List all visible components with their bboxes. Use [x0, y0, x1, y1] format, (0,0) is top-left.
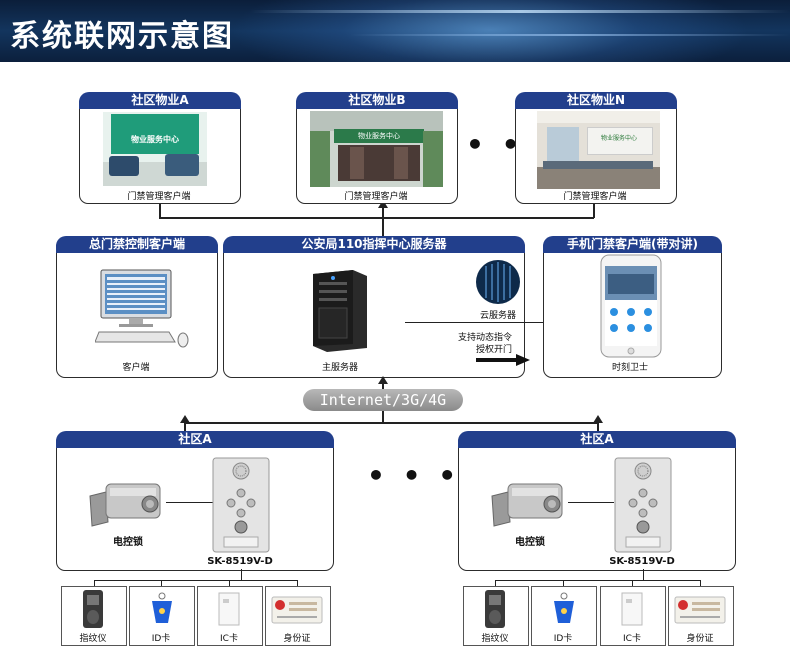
connector-net-to-server [382, 382, 384, 392]
id-card-fob-icon [152, 592, 172, 623]
device-label-right-3: IC卡 [623, 634, 641, 644]
device-label-right-2: ID卡 [553, 634, 573, 644]
panel-label-left: SK-8519V-D [207, 556, 273, 567]
client-computer-icon [95, 269, 189, 348]
main-server-icon [313, 270, 367, 352]
fingerprint-reader-icon [83, 590, 103, 628]
property-caption-b: 门禁管理客户端 [344, 192, 408, 202]
identity-card-icon [271, 596, 323, 624]
server-tab: 公安局110指挥中心服务器 [223, 236, 525, 253]
connector-a-down [159, 202, 161, 218]
server-box [223, 238, 525, 378]
connector-community-a [184, 422, 186, 432]
connector-bottom-bus [184, 422, 598, 424]
property-caption-a: 门禁管理客户端 [127, 192, 191, 202]
client-caption: 客户端 [122, 363, 150, 373]
command-line-2: 授权开门 [476, 345, 513, 355]
lock-label-right: 电控锁 [515, 537, 545, 548]
property-sign-n: 物业服务中心 [600, 135, 637, 142]
server-caption: 主服务器 [321, 363, 358, 373]
command-arrow [476, 354, 530, 366]
panel-down-left [241, 569, 243, 581]
property-tab-b: 社区物业B [296, 92, 458, 109]
fingerprint-reader-icon [485, 590, 505, 628]
property-caption-n: 门禁管理客户端 [563, 192, 627, 202]
device-drop-2-left [161, 580, 163, 587]
device-label-left-1: 指纹仪 [79, 634, 107, 644]
property-photo-n: 物业服务中心 [537, 111, 660, 189]
device-drop-4-left [297, 580, 299, 587]
device-drop-1-right [495, 580, 497, 587]
lock-to-panel-left [166, 502, 214, 504]
device-drop-3-left [229, 580, 231, 587]
device-label-right-4: 身份证 [686, 634, 714, 644]
connector-community-b [597, 422, 599, 432]
arrow-up-community-a [180, 415, 190, 423]
identity-card-icon [674, 596, 726, 624]
community-tab-right: 社区A [458, 431, 736, 448]
arrow-up-b [378, 200, 388, 208]
connector-n-down [593, 202, 595, 218]
device-label-right-1: 指纹仪 [481, 634, 509, 644]
device-label-left-2: ID卡 [151, 634, 171, 644]
lock-label-left: 电控锁 [113, 537, 143, 548]
device-drop-4-right [700, 580, 702, 587]
property-tab-n: 社区物业N [515, 92, 677, 109]
device-label-left-3: IC卡 [220, 634, 238, 644]
connector-server-to-mobile [405, 322, 585, 324]
cloud-server-icon [476, 260, 520, 304]
door-panel-icon-right [614, 457, 672, 553]
banner-streak-2 [350, 34, 790, 36]
property-photo-b: 物业服务中心 [310, 111, 443, 187]
device-label-left-4: 身份证 [283, 634, 311, 644]
panel-down-right [643, 569, 645, 581]
device-drop-2-right [563, 580, 565, 587]
property-sign-b: 物业服务中心 [358, 132, 400, 140]
device-drop-3-right [632, 580, 634, 587]
arrow-up-community-b [593, 415, 603, 423]
ic-card-icon [218, 592, 240, 626]
connector-b-to-server [382, 206, 384, 236]
banner-streak [250, 10, 790, 13]
electric-lock-icon-right [491, 483, 563, 527]
id-card-fob-icon [554, 592, 574, 623]
cloud-server-label: 云服务器 [479, 311, 516, 321]
lock-to-panel-right [568, 502, 614, 504]
device-bus-right [495, 580, 701, 582]
property-photo-a: 物业服务中心 [103, 112, 207, 186]
page-title: 系统联网示意图 [10, 19, 234, 54]
property-tab-a: 社区物业A [79, 92, 241, 109]
network-pill [303, 389, 463, 411]
door-panel-icon-left [212, 457, 270, 553]
connector-net-down [382, 411, 384, 423]
device-bus-left [94, 580, 298, 582]
device-drop-1-left [94, 580, 96, 587]
property-sign-a: 物业服务中心 [131, 135, 179, 144]
ic-card-icon [621, 592, 643, 626]
ellipsis-bottom: • • • [367, 459, 461, 492]
mobile-tab: 手机门禁客户端(带对讲) [543, 236, 722, 253]
electric-lock-icon-left [89, 483, 161, 527]
mobile-phone-icon [600, 254, 662, 358]
client-tab: 总门禁控制客户端 [56, 236, 218, 253]
connector-top-bus [159, 217, 594, 219]
arrow-up-server [378, 376, 388, 384]
command-line-1: 支持动态指令 [458, 333, 513, 343]
community-tab-left: 社区A [56, 431, 334, 448]
mobile-caption: 时刻卫士 [611, 363, 648, 373]
network-label: Internet/3G/4G [319, 391, 447, 409]
panel-label-right: SK-8519V-D [609, 556, 675, 567]
header-banner: 系统联网示意图 [0, 0, 790, 62]
